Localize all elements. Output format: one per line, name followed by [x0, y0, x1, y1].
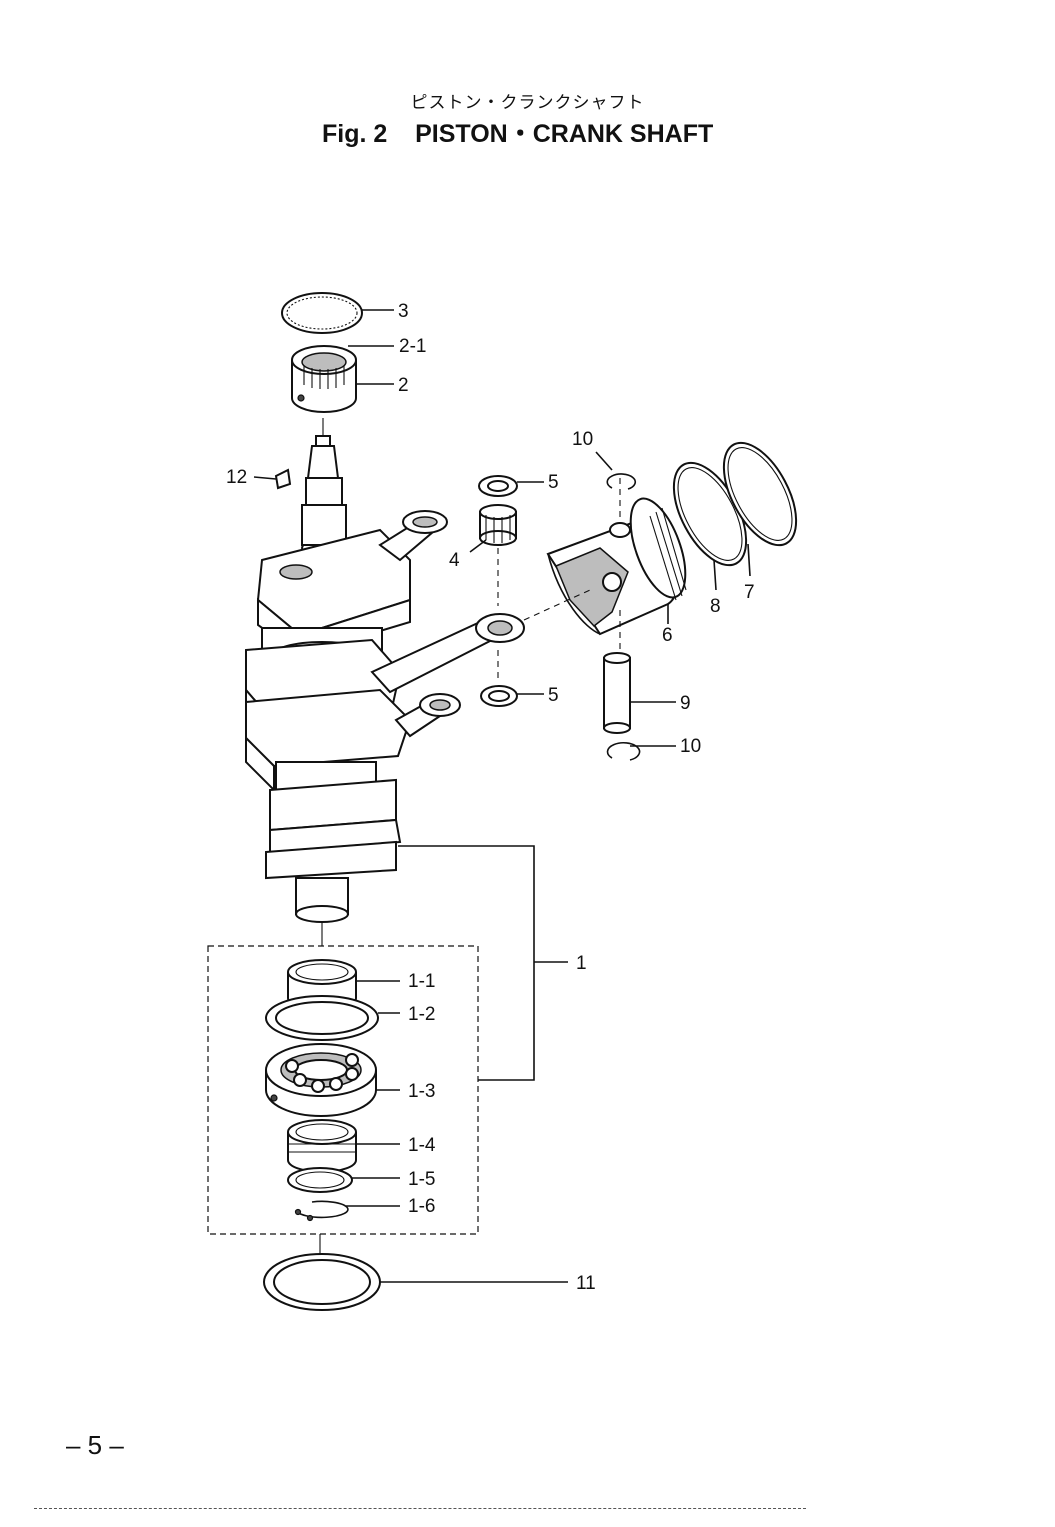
callout-8: 8 — [710, 596, 721, 617]
part-1-2-washer — [265, 995, 379, 1041]
callout-12: 12 — [226, 467, 247, 488]
callout-5-lower: 5 — [548, 685, 559, 706]
callout-4: 4 — [449, 550, 460, 571]
part-10-circlip-lower — [606, 742, 641, 761]
part-12-key — [274, 468, 292, 490]
callout-2: 2 — [398, 375, 409, 396]
part-1-3-ball-bearing — [265, 1043, 377, 1117]
footer-divider — [34, 1508, 806, 1509]
part-1-4-sleeve — [287, 1119, 357, 1173]
figure-name: PISTON・CRANK SHAFT — [415, 120, 714, 148]
callout-3: 3 — [398, 301, 409, 322]
part-6-piston — [546, 497, 687, 636]
callout-1: 1 — [576, 953, 587, 974]
callout-5-upper: 5 — [548, 472, 559, 493]
callout-1-4: 1-4 — [408, 1135, 436, 1156]
page-number: – 5 – — [66, 1430, 124, 1460]
figure-subtitle-japanese: ピストン・クランクシャフト — [410, 93, 645, 113]
part-1-5-washer — [287, 1167, 353, 1193]
callout-1-3: 1-3 — [408, 1081, 435, 1102]
bearing-kit-frame — [207, 945, 479, 1235]
callout-1-5: 1-5 — [408, 1169, 435, 1190]
part-11-washer — [263, 1253, 381, 1311]
part-8-piston-ring — [672, 461, 748, 567]
callout-1-6: 1-6 — [408, 1196, 435, 1217]
callout-1-2: 1-2 — [408, 1004, 435, 1025]
part-2-bearing — [291, 345, 357, 413]
callout-11: 11 — [576, 1273, 596, 1294]
callout-1-1: 1-1 — [408, 971, 435, 992]
part-9-piston-pin — [603, 652, 631, 734]
part-4-small-end-bearing — [479, 504, 517, 546]
leader-lines — [253, 309, 751, 1283]
callout-7: 7 — [744, 582, 755, 603]
callout-10-upper: 10 — [572, 429, 593, 450]
callout-10-lower: 10 — [680, 736, 701, 757]
part-7-piston-ring — [722, 441, 798, 547]
figure-label: Fig. 2 — [322, 120, 388, 148]
callout-9: 9 — [680, 693, 691, 714]
part-5-washer-lower — [480, 685, 518, 707]
figure-title: Fig. 2 PISTON・CRANK SHAFT — [322, 114, 713, 150]
part-3-o-ring — [281, 292, 363, 334]
part-5-washer-upper — [478, 475, 518, 497]
part-10-circlip-upper — [606, 473, 637, 490]
callout-6: 6 — [662, 625, 673, 646]
part-1-crankshaft — [245, 435, 525, 923]
part-1-6-snap-ring — [294, 1200, 349, 1222]
callout-2-1: 2-1 — [399, 336, 426, 357]
